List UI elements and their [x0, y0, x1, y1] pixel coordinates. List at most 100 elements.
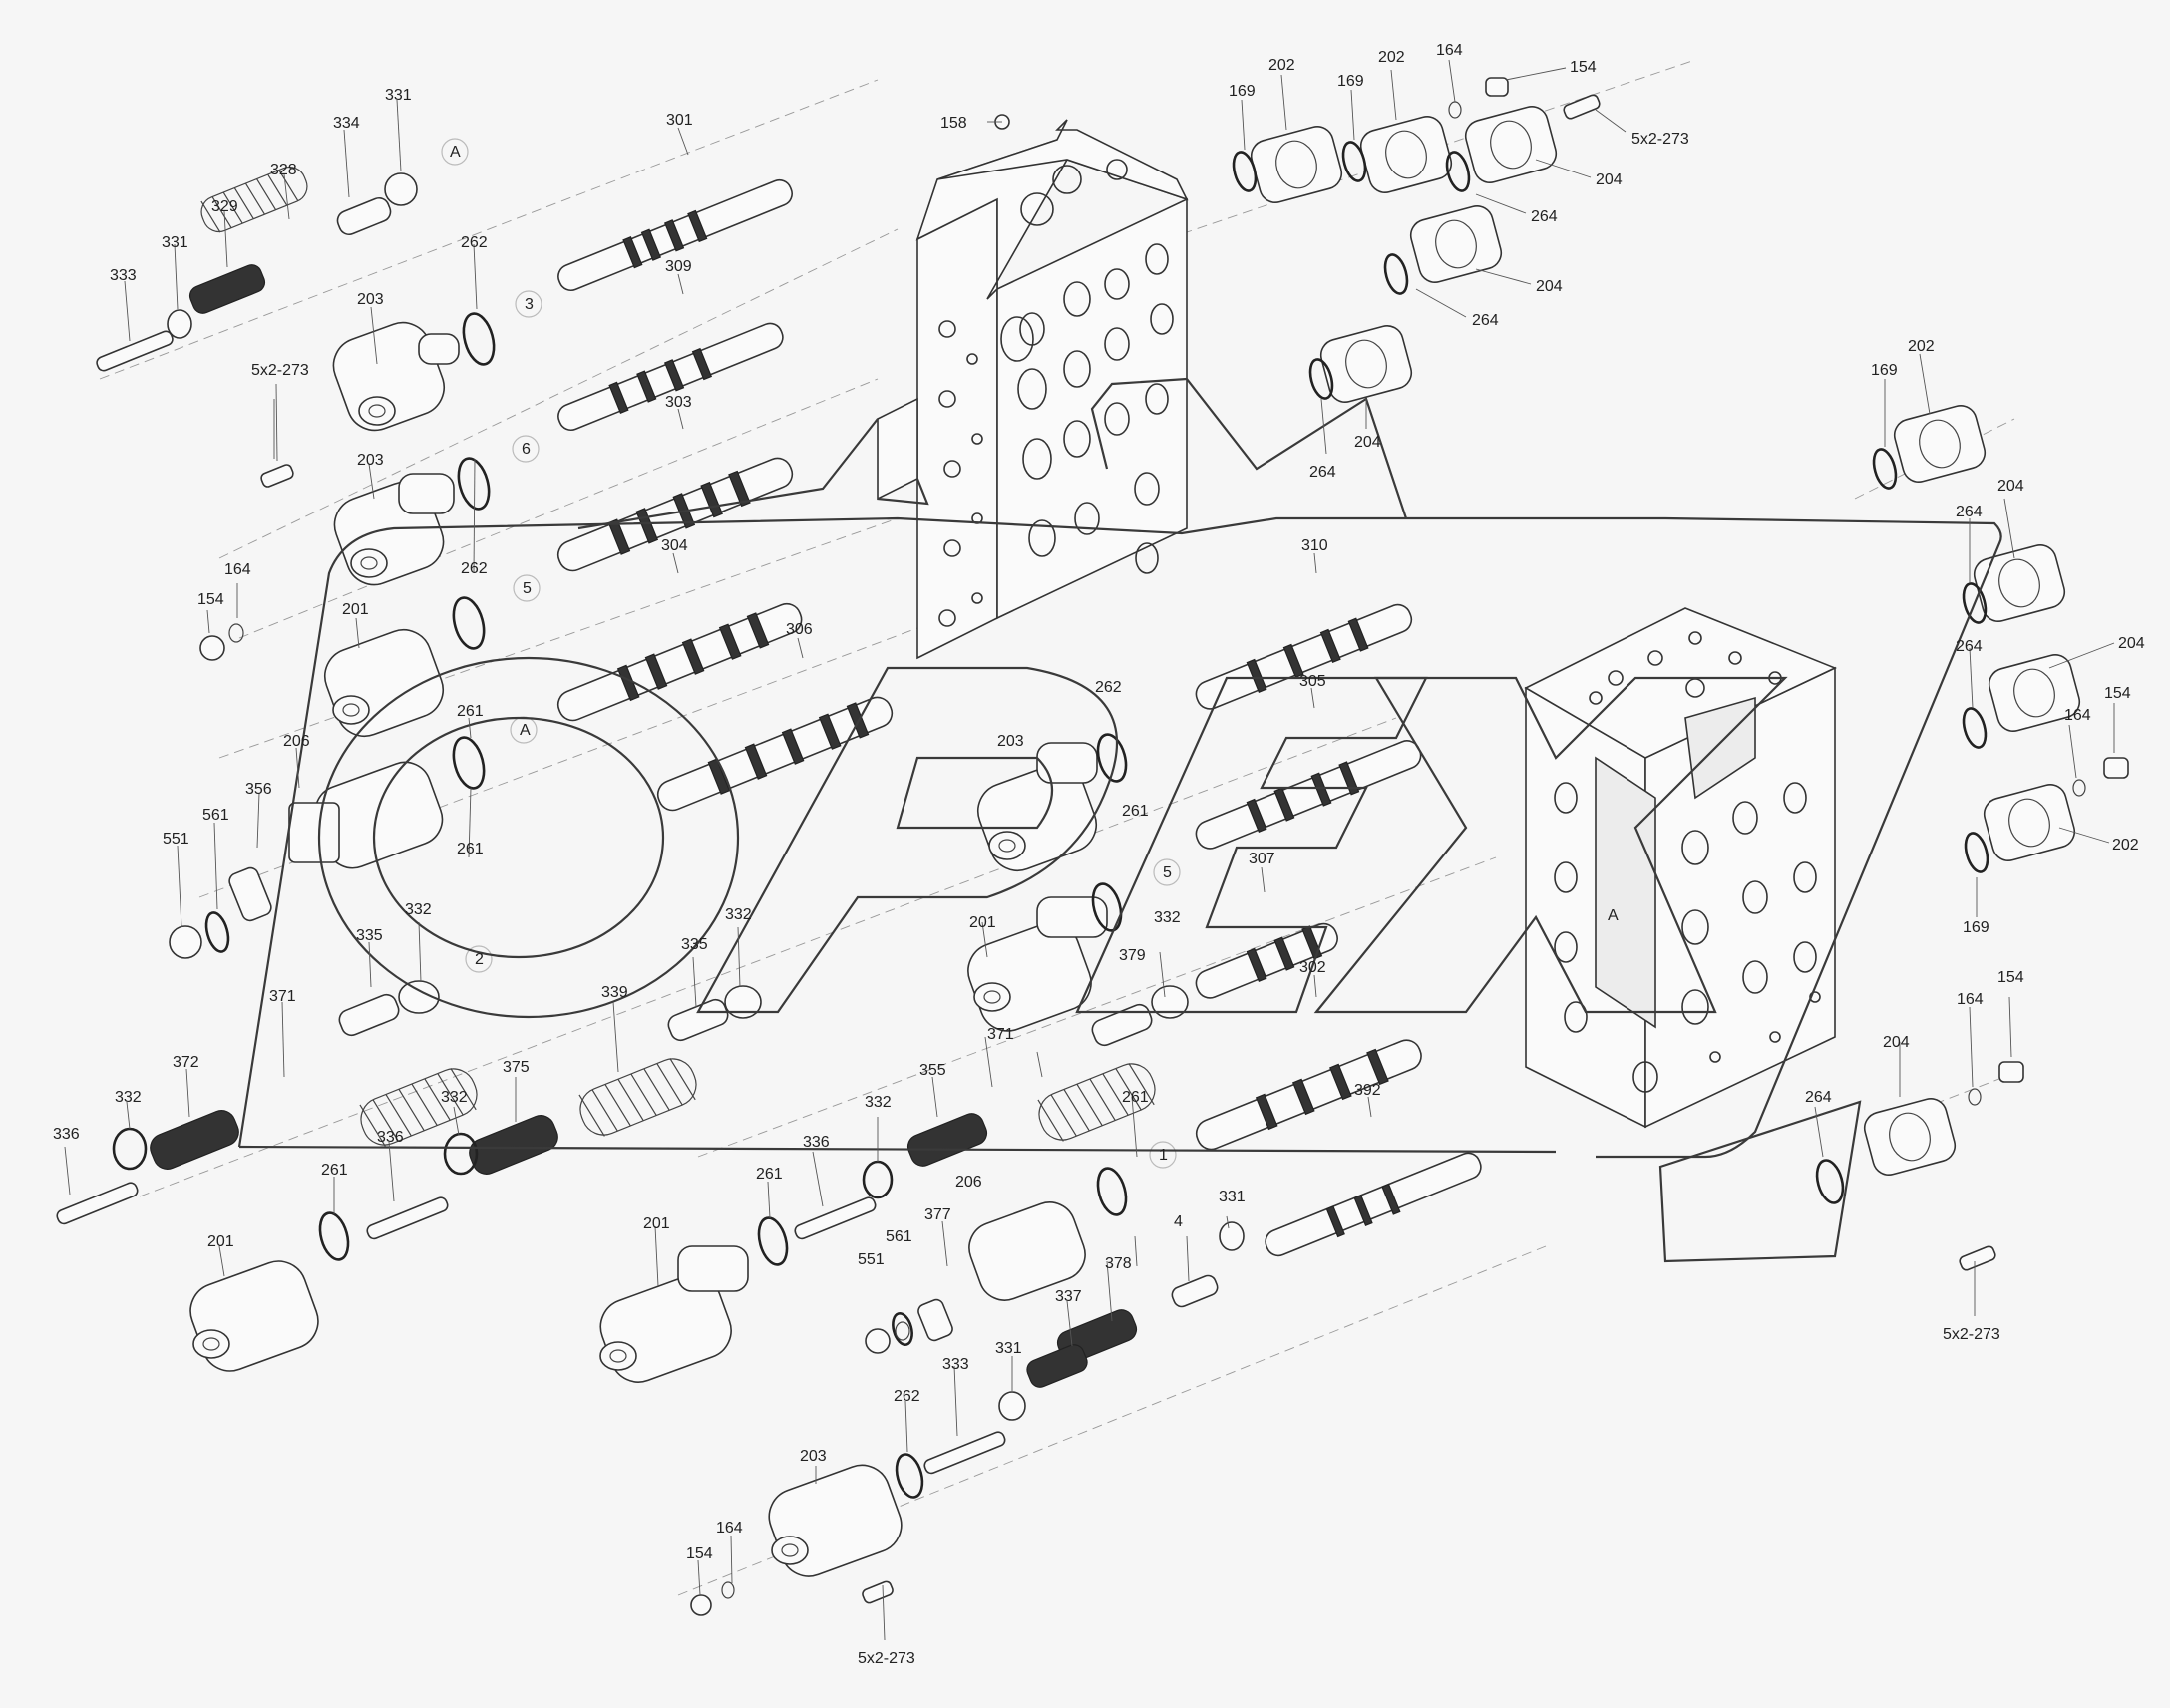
label-551-left: 551 [163, 831, 189, 848]
label-169-right-b: 169 [1963, 919, 1989, 936]
label-169-top-b: 169 [1337, 73, 1364, 90]
label-5x2-273-top: 5x2-273 [1631, 131, 1689, 148]
label-331-top-b: 331 [162, 234, 188, 251]
cap-201-lower-middle [599, 1245, 749, 1383]
cap-203-upper [332, 321, 460, 432]
label-154-lower: 154 [686, 1545, 713, 1562]
leader-lines [64, 59, 2115, 1641]
label-335-left: 335 [356, 927, 383, 944]
label-331-top: 331 [385, 87, 412, 104]
callout-a: A [450, 144, 461, 161]
label-307: 307 [1249, 851, 1275, 867]
spool-392 [1265, 1152, 1482, 1257]
label-202-top-a: 202 [1268, 57, 1295, 74]
label-332-b: 332 [725, 906, 752, 923]
label-154-top: 154 [1570, 59, 1597, 76]
label-203-c: 203 [997, 733, 1024, 750]
label-5x2-273-lower: 5x2-273 [858, 1650, 915, 1667]
callout-6: 5 [523, 580, 532, 597]
label-329: 329 [211, 198, 238, 215]
label-301: 301 [666, 112, 693, 129]
label-336-b: 336 [377, 1129, 404, 1146]
label-261-e: 261 [1122, 803, 1149, 820]
spool-301 [557, 178, 793, 292]
label-309: 309 [665, 258, 692, 275]
label-333-top: 333 [110, 267, 137, 284]
label-333-lower: 333 [942, 1356, 969, 1373]
label-372: 372 [173, 1054, 199, 1071]
label-261-d: 261 [756, 1166, 783, 1183]
cap-203-second [333, 473, 455, 586]
valve-block-left [877, 119, 1189, 660]
spool-310 [1195, 603, 1413, 710]
label-332-c: 332 [115, 1089, 142, 1106]
label-203-a: 203 [357, 291, 384, 308]
label-164-left: 164 [224, 561, 251, 578]
label-551-lower: 551 [858, 1251, 885, 1268]
label-375: 375 [503, 1059, 530, 1076]
label-261-f: 261 [1122, 1089, 1149, 1106]
label-262-d: 262 [894, 1388, 920, 1405]
label-202-right-b: 202 [2112, 837, 2139, 854]
label-392: 392 [1354, 1082, 1381, 1099]
spool-309 [557, 322, 784, 432]
label-169-right: 169 [1871, 362, 1898, 379]
label-378: 337 [1055, 1288, 1082, 1305]
label-261-b: 261 [457, 841, 484, 857]
label-302: 302 [1299, 959, 1326, 976]
spool-302 [1195, 1039, 1422, 1151]
label-262-c: 262 [1095, 679, 1122, 696]
label-203-b: 203 [357, 452, 384, 469]
label-332-a: 332 [405, 901, 432, 918]
small-parts [56, 77, 2129, 1616]
label-356: 356 [245, 781, 272, 798]
label-335-middle: 335 [681, 936, 708, 953]
label-164-right: 164 [2064, 707, 2091, 724]
label-373: 339 [601, 984, 628, 1001]
label-371-left: 371 [269, 988, 296, 1005]
label-336-c: 336 [803, 1134, 830, 1151]
label-379: 355 [919, 1062, 946, 1079]
label-377: 378 [1105, 1255, 1132, 1272]
spool-305 [1195, 740, 1422, 850]
callout-5: A [520, 722, 531, 739]
label-201-d: 201 [969, 914, 996, 931]
label-206-left: 206 [283, 733, 310, 750]
label-337: 4 [1174, 1213, 1183, 1230]
label-331-middle: 331 [1219, 1189, 1246, 1205]
label-334: 334 [333, 115, 360, 132]
cap-201-middle [967, 896, 1108, 1032]
label-264-right-a: 264 [1956, 504, 1983, 520]
label-154-left: 154 [197, 591, 224, 608]
cap-203-middle [977, 742, 1098, 872]
spool-303 [556, 457, 794, 572]
label-204-right-b: 204 [2118, 635, 2145, 652]
label-264-right-b: 264 [1956, 638, 1983, 655]
spool-304 [556, 602, 803, 722]
label-339: 379 [1119, 947, 1146, 964]
label-261-a: 261 [457, 703, 484, 720]
label-204-right-a: 204 [1997, 478, 2024, 495]
label-5x2-273-right: 5x2-273 [1943, 1326, 2000, 1343]
label-201-c: 201 [643, 1215, 670, 1232]
label-306: 306 [786, 621, 813, 638]
label-164-bottom-right: 164 [1957, 991, 1984, 1008]
label-303: 303 [665, 394, 692, 411]
label-264-top-a: 264 [1531, 208, 1558, 225]
label-201-b: 201 [207, 1233, 234, 1250]
label-304: 304 [661, 537, 688, 554]
cap-206-left [288, 761, 444, 869]
label-262-a: 262 [461, 234, 488, 251]
label-204-top-b: 204 [1536, 278, 1563, 295]
label-154-bottom-right: 154 [1997, 969, 2024, 986]
label-262-b: 262 [461, 560, 488, 577]
label-328: 328 [270, 162, 297, 178]
label-5x2-273-left: 5x2-273 [251, 362, 309, 379]
cap-203-bottom [768, 1464, 903, 1577]
label-310: 310 [1301, 537, 1328, 554]
label-264-top-c: 264 [1309, 464, 1336, 481]
cap-201-lower-left [189, 1260, 319, 1372]
label-305: 305 [1299, 673, 1326, 690]
